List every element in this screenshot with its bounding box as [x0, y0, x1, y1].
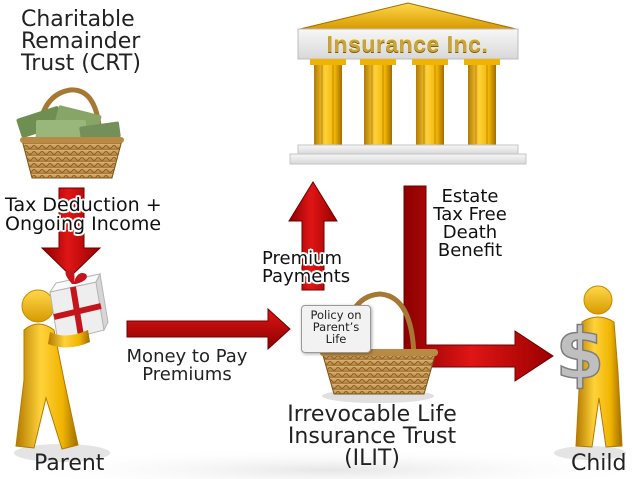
basket-icon [320, 291, 438, 403]
crt-title-line-2: Remainder [21, 29, 141, 54]
estate-line-2: Tax Free [433, 204, 507, 225]
policy-line-1: Policy on [310, 308, 362, 322]
estate-line-3: Death [442, 222, 498, 243]
building-icon [289, 2, 527, 165]
arrow-death-benefit [403, 185, 554, 382]
ilit-line-1: Irrevocable Life [287, 402, 457, 427]
tax-line-2: Ongoing Income [5, 213, 162, 235]
arrow-premium-payments [288, 181, 338, 291]
policy-line-2: Parent’s [312, 320, 360, 335]
policy-line-3: Life [325, 332, 347, 347]
estate-benefit-label: Estate Tax Free Death Benefit [424, 188, 516, 260]
person-dollar-icon: $ [554, 285, 626, 460]
crt-title: Charitable Remainder Trust (CRT) [21, 9, 141, 75]
premium-line-2: Payments [262, 266, 351, 287]
person-gift-icon [14, 270, 110, 462]
arrow-parent-to-ilit [126, 307, 291, 351]
policy-card: Policy on Parent’s Life [301, 305, 371, 353]
parent-label: Parent [34, 451, 105, 476]
estate-line-4: Benefit [437, 240, 503, 261]
money-basket-icon [16, 87, 124, 179]
tax-deduction-label: Tax Deduction + Ongoing Income [5, 196, 162, 234]
ilit-line-3: (ILIT) [344, 446, 400, 471]
ilit-line-2: Insurance Trust [287, 424, 457, 449]
tax-line-1: Tax Deduction + [5, 194, 162, 216]
money-line-1: Money to Pay [126, 346, 248, 367]
ilit-label: Irrevocable Life Insurance Trust (ILIT) [268, 404, 476, 470]
money-to-pay-label: Money to Pay Premiums [112, 348, 262, 384]
insurer-logo-text: Insurance Inc. [326, 31, 489, 57]
floor-shadow [0, 448, 638, 479]
money-line-2: Premiums [142, 364, 232, 385]
premium-line-1: Premium [262, 248, 343, 269]
crt-title-line-3: Trust (CRT) [21, 51, 141, 76]
premium-payments-label: Premium Payments [262, 250, 362, 286]
svg-text:$: $ [556, 313, 605, 395]
crt-title-line-1: Charitable [21, 7, 135, 32]
child-label: Child [571, 451, 627, 476]
estate-line-1: Estate [441, 186, 499, 207]
arrow-crt-to-parent [40, 187, 102, 277]
